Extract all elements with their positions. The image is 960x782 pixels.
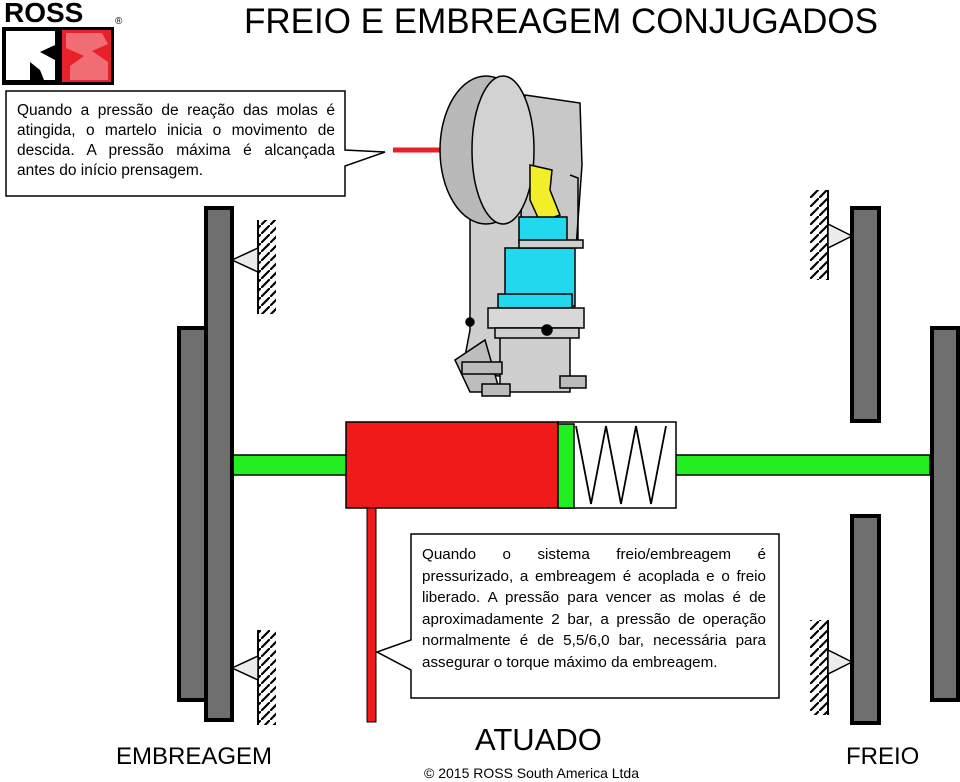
brake-label: FREIO <box>846 743 920 770</box>
callout-bottom-bubble <box>375 533 780 699</box>
ross-logo: ROSS ® <box>2 0 123 85</box>
piston <box>557 423 575 509</box>
logo-text: ROSS <box>4 0 83 28</box>
logo-registered-mark: ® <box>115 16 123 27</box>
clutch-label: EMBREAGEM <box>116 743 273 770</box>
press-machine <box>439 75 587 397</box>
clutch-discs <box>177 206 234 722</box>
callout-top-text: Quando a pressão de reação das molas é a… <box>17 102 335 179</box>
cylinder-chamber <box>345 421 559 509</box>
callout-bottom-text: Quando o sistema freio/embreagem é press… <box>422 546 766 671</box>
state-label: ATUADO <box>475 722 602 757</box>
air-supply-line <box>366 507 377 723</box>
brake-discs <box>850 206 960 725</box>
clutch-lower-spring-anchor <box>230 630 276 725</box>
page-title: FREIO E EMBREAGEM CONJUGADOS <box>244 2 878 41</box>
brake-upper-spring-anchor <box>810 190 854 280</box>
clutch-upper-spring-anchor <box>230 220 276 314</box>
copyright-notice: © 2015 ROSS South America Ltda <box>424 765 639 781</box>
callout-top-bubble <box>5 90 386 197</box>
brake-lower-spring-anchor <box>810 620 854 715</box>
spring <box>575 425 667 505</box>
